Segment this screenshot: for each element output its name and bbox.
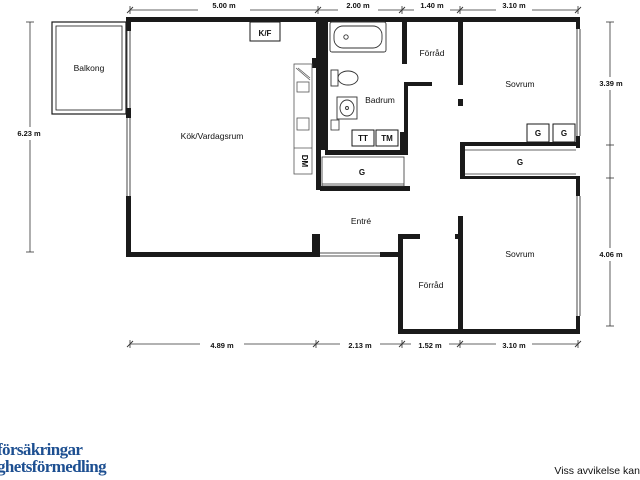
room-label-sovrum-top: Sovrum [505,79,534,89]
disclaimer-text: Viss avvikelse kan [554,465,640,477]
walls [126,17,580,334]
fridge-freezer-label: K/F [259,29,272,38]
room-label-forrad-bottom: Förråd [418,280,443,290]
dimension-label-bottom-3: 1.52 m [418,341,442,350]
dimension-label-top-4: 3.10 m [502,1,526,10]
dimension-label-backgrounds [10,3,632,351]
dimension-label-left: 6.23 m [17,129,41,138]
dimension-label-right-top: 3.39 m [599,79,623,88]
dimension-label-top-3: 1.40 m [420,1,444,10]
brand-logo: försäkringar ghetsförmedling [0,440,107,476]
corridor-wardrobe [465,149,576,175]
room-label-sovrum-bottom: Sovrum [505,249,534,259]
sink-icon [336,96,358,120]
corridor-wardrobe-label: G [517,158,523,167]
brand-line-1: försäkringar [0,440,83,459]
bathtub [329,21,387,53]
dimension-label-bottom-1: 4.89 m [210,341,234,350]
room-label-badrum: Badrum [365,95,395,105]
dimension-label-top-1: 5.00 m [212,1,236,10]
dimension-label-top-2: 2.00 m [346,1,370,10]
hall-wardrobe [321,156,405,187]
dryer-box [351,129,375,147]
room-label-kok-vardagsrum: Kök/Vardagsrum [181,131,244,141]
bedroom-wardrobe-1 [526,123,550,143]
toilet-icon [330,69,359,87]
balcony [51,21,127,115]
dimension-ticks [126,6,582,348]
brand-line-2: ghetsförmedling [0,457,107,476]
room-label-entre: Entré [351,216,372,226]
dimension-label-bottom-4: 3.10 m [502,341,526,350]
dimension-label-bottom-2: 2.13 m [348,341,372,350]
washer-label: TM [381,134,393,143]
dishwasher-label: DM [300,155,309,168]
kitchen-counter [293,63,313,175]
room-label-forrad-top: Förråd [419,48,444,58]
hall-wardrobe-label: G [359,168,365,177]
dryer-label: TT [358,134,368,143]
bath-cabinet [330,119,340,131]
bedroom-wardrobe-1-label: G [535,129,541,138]
washer-box [375,129,399,147]
fridge-freezer-box [249,21,281,42]
bedroom-wardrobe-2 [552,123,576,143]
room-label-balkong: Balkong [74,63,105,73]
windows [126,29,581,316]
bedroom-wardrobe-2-label: G [561,129,567,138]
dimension-label-right-bottom: 4.06 m [599,250,623,259]
